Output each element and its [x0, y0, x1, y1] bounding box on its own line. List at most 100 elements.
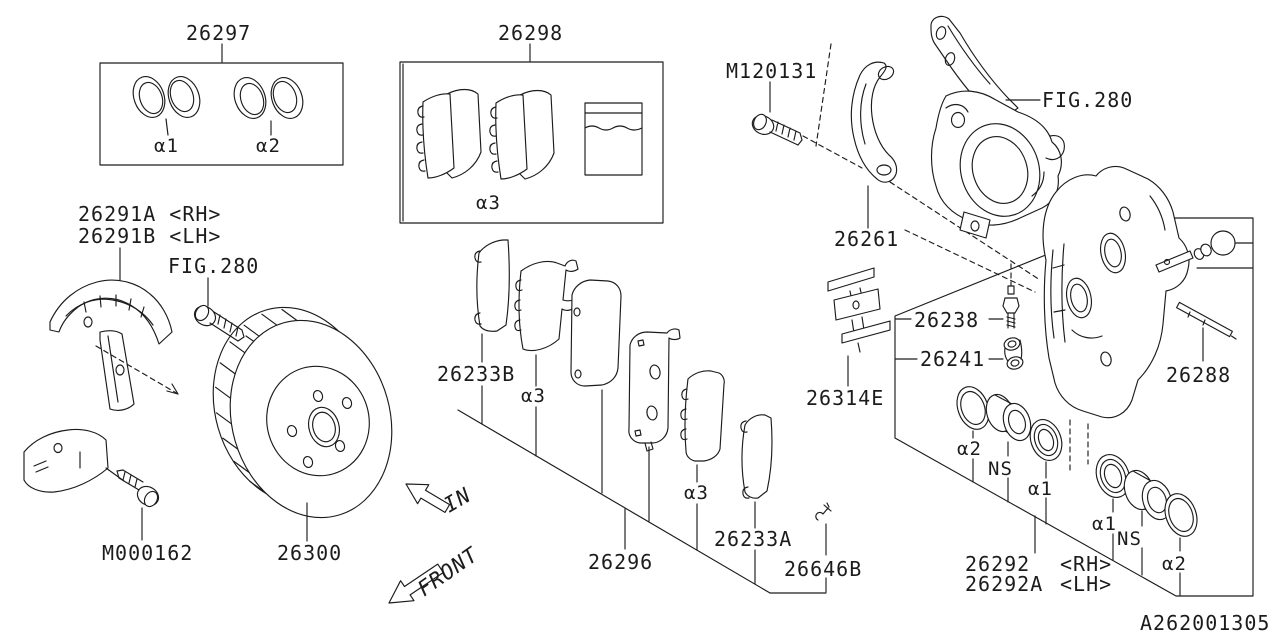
bolt-shank: [116, 469, 144, 491]
caliper-bridge-lines: [1050, 243, 1066, 343]
caliper-bore-inner: [1104, 238, 1122, 268]
bleeder-hex: [1002, 297, 1020, 314]
knuckle-arm-hole: [944, 52, 956, 66]
clip-ring: [1006, 356, 1024, 370]
caliper-body: [1042, 165, 1190, 419]
rotor-lug-hole: [286, 424, 298, 438]
outer-shim-hooks: [474, 250, 482, 325]
seal-ring-inner: [138, 81, 164, 115]
inner-shim-2: [684, 370, 725, 462]
dust-shield-crescent: [49, 279, 173, 345]
seal-ring: [132, 76, 166, 118]
knuckle-arm-contour: [947, 25, 991, 85]
label-26288: 26288: [1166, 363, 1231, 387]
brake-pad-backing: [628, 328, 681, 444]
callout-ns-left: NS: [988, 458, 1013, 480]
bolt-shank: [769, 119, 803, 146]
bolt-shank: [209, 311, 263, 348]
label-26291b: 26291B <LH>: [78, 224, 221, 248]
guide-pin-details: [1187, 311, 1237, 340]
clip-26241-part: [1003, 337, 1024, 370]
boot-a1-right: [1095, 454, 1131, 498]
dust-shield-strut: [99, 330, 135, 411]
caliper-bore: [1099, 232, 1127, 274]
bolt-head: [143, 490, 159, 508]
knuckle-ear-arc: [945, 103, 969, 113]
guide-pin: [1176, 301, 1237, 340]
label-26298: 26298: [498, 21, 563, 45]
label-26296: 26296: [588, 550, 653, 574]
grease-packet-wave: [584, 125, 643, 131]
bolt-m000162: [116, 469, 160, 508]
bleeder-cap: [1007, 285, 1015, 295]
dust-shield-foot-hole: [53, 442, 63, 454]
inner-shim-26233a-hooks: [740, 420, 750, 499]
label-26314e: 26314E: [806, 386, 884, 410]
label-26297: 26297: [186, 21, 251, 45]
knuckle-wing: [1045, 135, 1065, 161]
pad-shim: [518, 259, 579, 352]
seal-ring: [167, 76, 201, 118]
callout-a3-box: α3: [476, 192, 501, 214]
callout-a3-2: α3: [684, 482, 709, 504]
caliper-kit-box: [894, 217, 1254, 597]
label-fig280-top: FIG.280: [1042, 88, 1133, 112]
callout-a2-left: α2: [957, 438, 982, 460]
rotor-lug-hole: [341, 396, 353, 410]
shield-install-arrowhead: [166, 383, 179, 395]
diagram-code: A262001305: [1140, 611, 1270, 635]
shim-set: [416, 88, 482, 179]
seal-kit-box: [99, 62, 344, 166]
clip-foot: [857, 342, 861, 353]
label-26233b: 26233B: [437, 362, 515, 386]
boot-a1-left: [1029, 419, 1063, 461]
knuckle-ear-hole: [950, 111, 966, 129]
label-26292a-side: <LH>: [1060, 572, 1112, 596]
callout-a1-box: α1: [154, 135, 179, 157]
piston-seal-a2-right-inner: [1168, 497, 1194, 533]
pad-hole: [574, 369, 582, 379]
knuckle-to-caliper-dashed-line: [904, 229, 1036, 293]
dust-shield-foot-slots: [33, 451, 81, 473]
dust-shield-ticks: [83, 294, 145, 318]
boot-a1-left-mid: [1033, 423, 1059, 457]
bolt-head: [753, 113, 767, 131]
inner-shim-2-hooks: [680, 388, 689, 441]
knuckle-arm: [930, 15, 1019, 123]
callout-ns-right: NS: [1117, 528, 1142, 550]
pad-support-clip: [827, 267, 891, 353]
shim-kit-box: [399, 61, 664, 224]
bolt-head: [194, 304, 210, 322]
boot-a1-left-inner: [1037, 428, 1055, 452]
rotor-lug-hole: [334, 439, 346, 453]
callout-a3-1: α3: [521, 385, 546, 407]
clip-top-flange: [827, 267, 875, 292]
piston-right-face-inner: [1146, 486, 1168, 514]
rotor-lug-hole: [302, 455, 314, 469]
label-26646b: 26646B: [784, 557, 862, 581]
lock-pin-clip: [1163, 258, 1171, 266]
clip-ring-inner: [1010, 359, 1020, 367]
caliper-bore-inner: [1070, 283, 1088, 313]
rotor-center-bore-inner: [312, 411, 336, 443]
clip-link: [1004, 339, 1023, 362]
label-26233a: 26233A: [714, 527, 792, 551]
brake-pad-inner: [570, 279, 622, 387]
label-26291a: 26291A <RH>: [78, 202, 221, 226]
bracket-contour: [860, 83, 867, 145]
rotor-lug-hole: [312, 389, 324, 403]
piston-seal-a2-right: [1164, 493, 1198, 537]
seal-ring: [270, 77, 304, 119]
caliper-hidden-edge-dashed: [1069, 419, 1089, 471]
callout-a2-right: α2: [1162, 553, 1187, 575]
caliper-ear-hole: [1119, 206, 1131, 222]
piston-seal-a2-left-inner: [960, 390, 986, 426]
pad-pin-26646b: [815, 502, 832, 521]
dust-shield-foot: [23, 428, 109, 493]
bolt-axis-dashed-line: [815, 43, 832, 147]
lock-pin-lines: [1196, 242, 1254, 269]
bracket-hole: [877, 65, 895, 81]
bracket-hole: [876, 164, 892, 176]
bleeder-threads: [1006, 312, 1016, 329]
